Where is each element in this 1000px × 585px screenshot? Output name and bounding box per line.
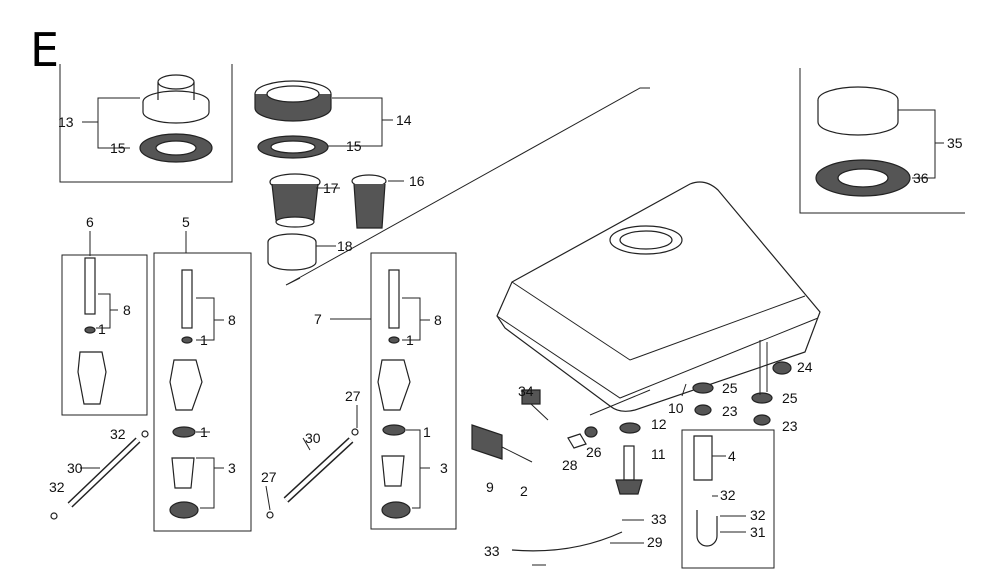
- callout-1: 1: [423, 424, 431, 440]
- callout-34: 34: [518, 383, 534, 399]
- fuel-cock-7: [377, 269, 411, 519]
- callout-9: 9: [486, 479, 494, 495]
- callout-30: 30: [67, 460, 83, 476]
- callout-1: 1: [200, 332, 208, 348]
- fuel-cap-14: [254, 80, 332, 122]
- callout-27: 27: [261, 469, 277, 485]
- callout-3: 3: [440, 460, 448, 476]
- callout-32: 32: [49, 479, 65, 495]
- callout-11: 11: [651, 446, 666, 462]
- gasket-15-left: [139, 133, 213, 163]
- callout-4: 4: [728, 448, 736, 464]
- callout-23: 23: [722, 403, 738, 419]
- callout-33: 33: [484, 543, 500, 559]
- callout-23: 23: [782, 418, 798, 434]
- frame-lines: [59, 64, 965, 569]
- section-letter: E: [30, 23, 59, 77]
- callout-26: 26: [586, 444, 602, 460]
- gasket-15-middle: [257, 135, 329, 159]
- callout-31: 31: [750, 524, 766, 540]
- callouts: 13 15 14 15 17 16 18 35 36 6 8 1 5 8 1 1…: [49, 112, 963, 559]
- callout-13: 13: [58, 114, 74, 130]
- callout-36: 36: [913, 170, 929, 186]
- callout-14: 14: [396, 112, 412, 128]
- callout-8: 8: [123, 302, 131, 318]
- ring-18: [267, 233, 317, 271]
- small-parts: [471, 361, 792, 552]
- callout-2: 2: [520, 483, 528, 499]
- fuel-tank-10: [496, 181, 821, 412]
- callout-32: 32: [110, 426, 126, 442]
- callout-18: 18: [337, 238, 353, 254]
- fuel-cock-5: [169, 269, 203, 519]
- callout-30: 30: [305, 430, 321, 446]
- callout-29: 29: [647, 534, 663, 550]
- callout-15: 15: [346, 138, 362, 154]
- callout-25: 25: [722, 380, 738, 396]
- callout-7: 7: [314, 311, 322, 327]
- fuel-cap-35: [817, 86, 899, 136]
- callout-25: 25: [782, 390, 798, 406]
- strainer-16: [351, 174, 387, 229]
- callout-10: 10: [668, 400, 684, 416]
- clips: [50, 428, 359, 520]
- callout-28: 28: [562, 457, 578, 473]
- leader-lines: [80, 97, 944, 566]
- callout-1: 1: [406, 332, 414, 348]
- callout-1: 1: [200, 424, 208, 440]
- callout-15: 15: [110, 140, 126, 156]
- callout-27: 27: [345, 388, 361, 404]
- callout-8: 8: [434, 312, 442, 328]
- callout-17: 17: [323, 180, 339, 196]
- callout-3: 3: [228, 460, 236, 476]
- callout-35: 35: [947, 135, 963, 151]
- callout-24: 24: [797, 359, 813, 375]
- callout-32: 32: [750, 507, 766, 523]
- callout-33: 33: [651, 511, 667, 527]
- callout-5: 5: [182, 214, 190, 230]
- tube-30-left: [67, 437, 141, 508]
- callout-16: 16: [409, 173, 425, 189]
- callout-6: 6: [86, 214, 94, 230]
- callout-12: 12: [651, 416, 667, 432]
- gasket-36: [815, 159, 911, 197]
- fuel-cap-13: [142, 74, 210, 124]
- callout-1: 1: [98, 321, 106, 337]
- strainer-17: [269, 173, 321, 228]
- fuel-cock-6: [77, 257, 107, 405]
- callout-8: 8: [228, 312, 236, 328]
- tube-30-middle: [283, 437, 354, 503]
- callout-32: 32: [720, 487, 736, 503]
